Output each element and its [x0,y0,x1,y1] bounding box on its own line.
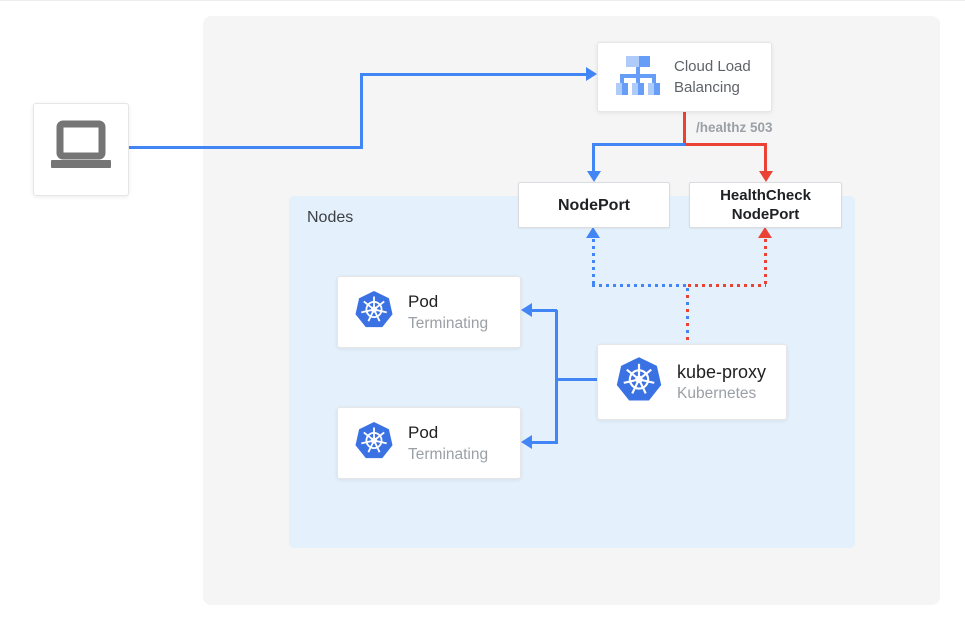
clb-label-line1: Cloud Load [674,58,751,75]
edge-kubeproxy-healthcheck-h-dotted [688,284,766,287]
pod-1-node[interactable]: Pod Terminating [337,276,521,348]
arrowhead-into-clb [586,67,597,81]
arrowhead-up-into-healthcheck-nodeport [758,227,772,238]
pod-1-labels: Pod Terminating [408,291,488,334]
pod-2-node[interactable]: Pod Terminating [337,407,521,479]
edge-clb-nodeport-v [592,143,595,171]
edge-to-pod2-h [532,441,557,444]
arrowhead-into-pod1 [521,303,532,317]
healthcheck-label-line2: NodePort [731,206,800,223]
clb-label-line2: Balancing [674,79,740,96]
kubernetes-icon [354,290,394,335]
kubernetes-icon [615,356,663,409]
arrowhead-into-healthcheck-nodeport [759,171,773,182]
cloud-load-balancing-label: Cloud Load Balancing [674,56,751,98]
edge-clb-healthz-h [683,143,766,146]
edge-kubeproxy-healthcheck-v-dotted [764,239,767,285]
healthz-503-label: /healthz 503 [696,120,773,135]
edge-clb-healthz-v [683,110,686,144]
kube-proxy-title: kube-proxy [677,361,767,382]
kube-proxy-node[interactable]: kube-proxy Kubernetes [597,344,787,420]
client-laptop-node[interactable] [33,103,129,196]
nodeport-label: NodePort [558,196,630,214]
edge-clb-nodeport-h [592,143,685,146]
edge-to-pod1-h [532,309,557,312]
healthcheck-nodeport-node[interactable]: HealthCheck NodePort [689,182,842,228]
edge-kubeproxy-nodeport-v-dotted [592,239,595,285]
pod-2-title: Pod [408,422,439,442]
edge-kubeproxy-pods-v [555,310,558,444]
cloud-load-balancing-node[interactable]: Cloud Load Balancing [597,42,772,112]
laptop-icon [49,120,113,179]
healthcheck-label-line1: HealthCheck [720,187,811,204]
top-divider [0,0,965,1]
edge-client-to-clb-h1 [127,146,363,149]
arrowhead-into-pod2 [521,435,532,449]
arrowhead-up-into-nodeport [586,227,600,238]
edge-kubeproxy-nodeport-h-dotted [592,284,688,287]
pod-2-labels: Pod Terminating [408,422,488,465]
kube-proxy-labels: kube-proxy Kubernetes [677,361,766,404]
kubernetes-icon [354,421,394,466]
nodes-label: Nodes [307,209,354,226]
edge-client-to-clb-h2 [360,73,586,76]
pod-1-status: Terminating [408,314,489,332]
arrowhead-into-nodeport [587,171,601,182]
pod-1-title: Pod [408,291,439,311]
nodeport-node[interactable]: NodePort [518,182,670,228]
pod-2-status: Terminating [408,445,489,463]
edge-client-to-clb-v [360,73,363,149]
edge-kubeproxy-out-h [557,378,597,381]
edge-clb-healthz-v2 [764,143,767,171]
edge-kubeproxy-stem-dotted [686,288,689,344]
cloud-load-balancing-icon [615,54,661,101]
kube-proxy-subtitle: Kubernetes [677,384,757,402]
